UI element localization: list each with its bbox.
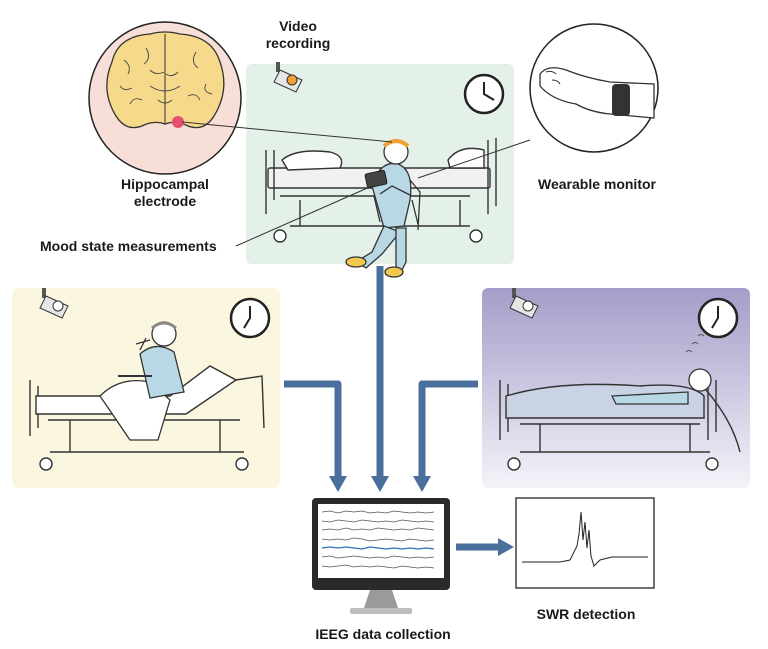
patient-icon [610,334,741,453]
mood-line [235,185,373,247]
wearable-line [417,139,531,179]
tablet-icon [364,169,388,189]
swr-trace [522,511,648,567]
wristband-icon [529,23,659,153]
ieeg-label: IEEG data collection [315,626,451,642]
camera-icon [273,62,303,93]
wearable-monitor-label: Wearable monitor [538,176,656,192]
mood-state-label: Mood state measurements [40,238,217,254]
hippocampal-electrode-line-2: electrode [133,193,197,209]
electrode-line [181,121,393,143]
eeg-traces [321,510,435,569]
camera-icon [39,288,69,319]
video-recording-line-1: Video [279,18,317,34]
panel-day [246,64,514,264]
arrow-icon [284,266,500,551]
camera-icon [509,288,539,319]
hippocampal-electrode-label: Hippocampal electrode [100,176,230,210]
hippocampal-electrode-line-1: Hippocampal [121,176,209,192]
arrow-heads [329,476,514,556]
eeg-trace-highlight [321,546,435,550]
patient-icon [99,321,185,441]
bed-icon [499,378,719,471]
monitor-icon [312,498,450,614]
clock-icon [697,297,739,339]
swr-plot-frame [515,497,655,589]
video-recording-label: Video recording [248,18,348,52]
bed-icon [265,138,497,243]
brain-icon [88,21,242,175]
clock-icon [229,297,271,339]
swr-label: SWR detection [536,606,636,622]
video-recording-line-2: recording [265,35,331,51]
clock-icon [463,73,505,115]
